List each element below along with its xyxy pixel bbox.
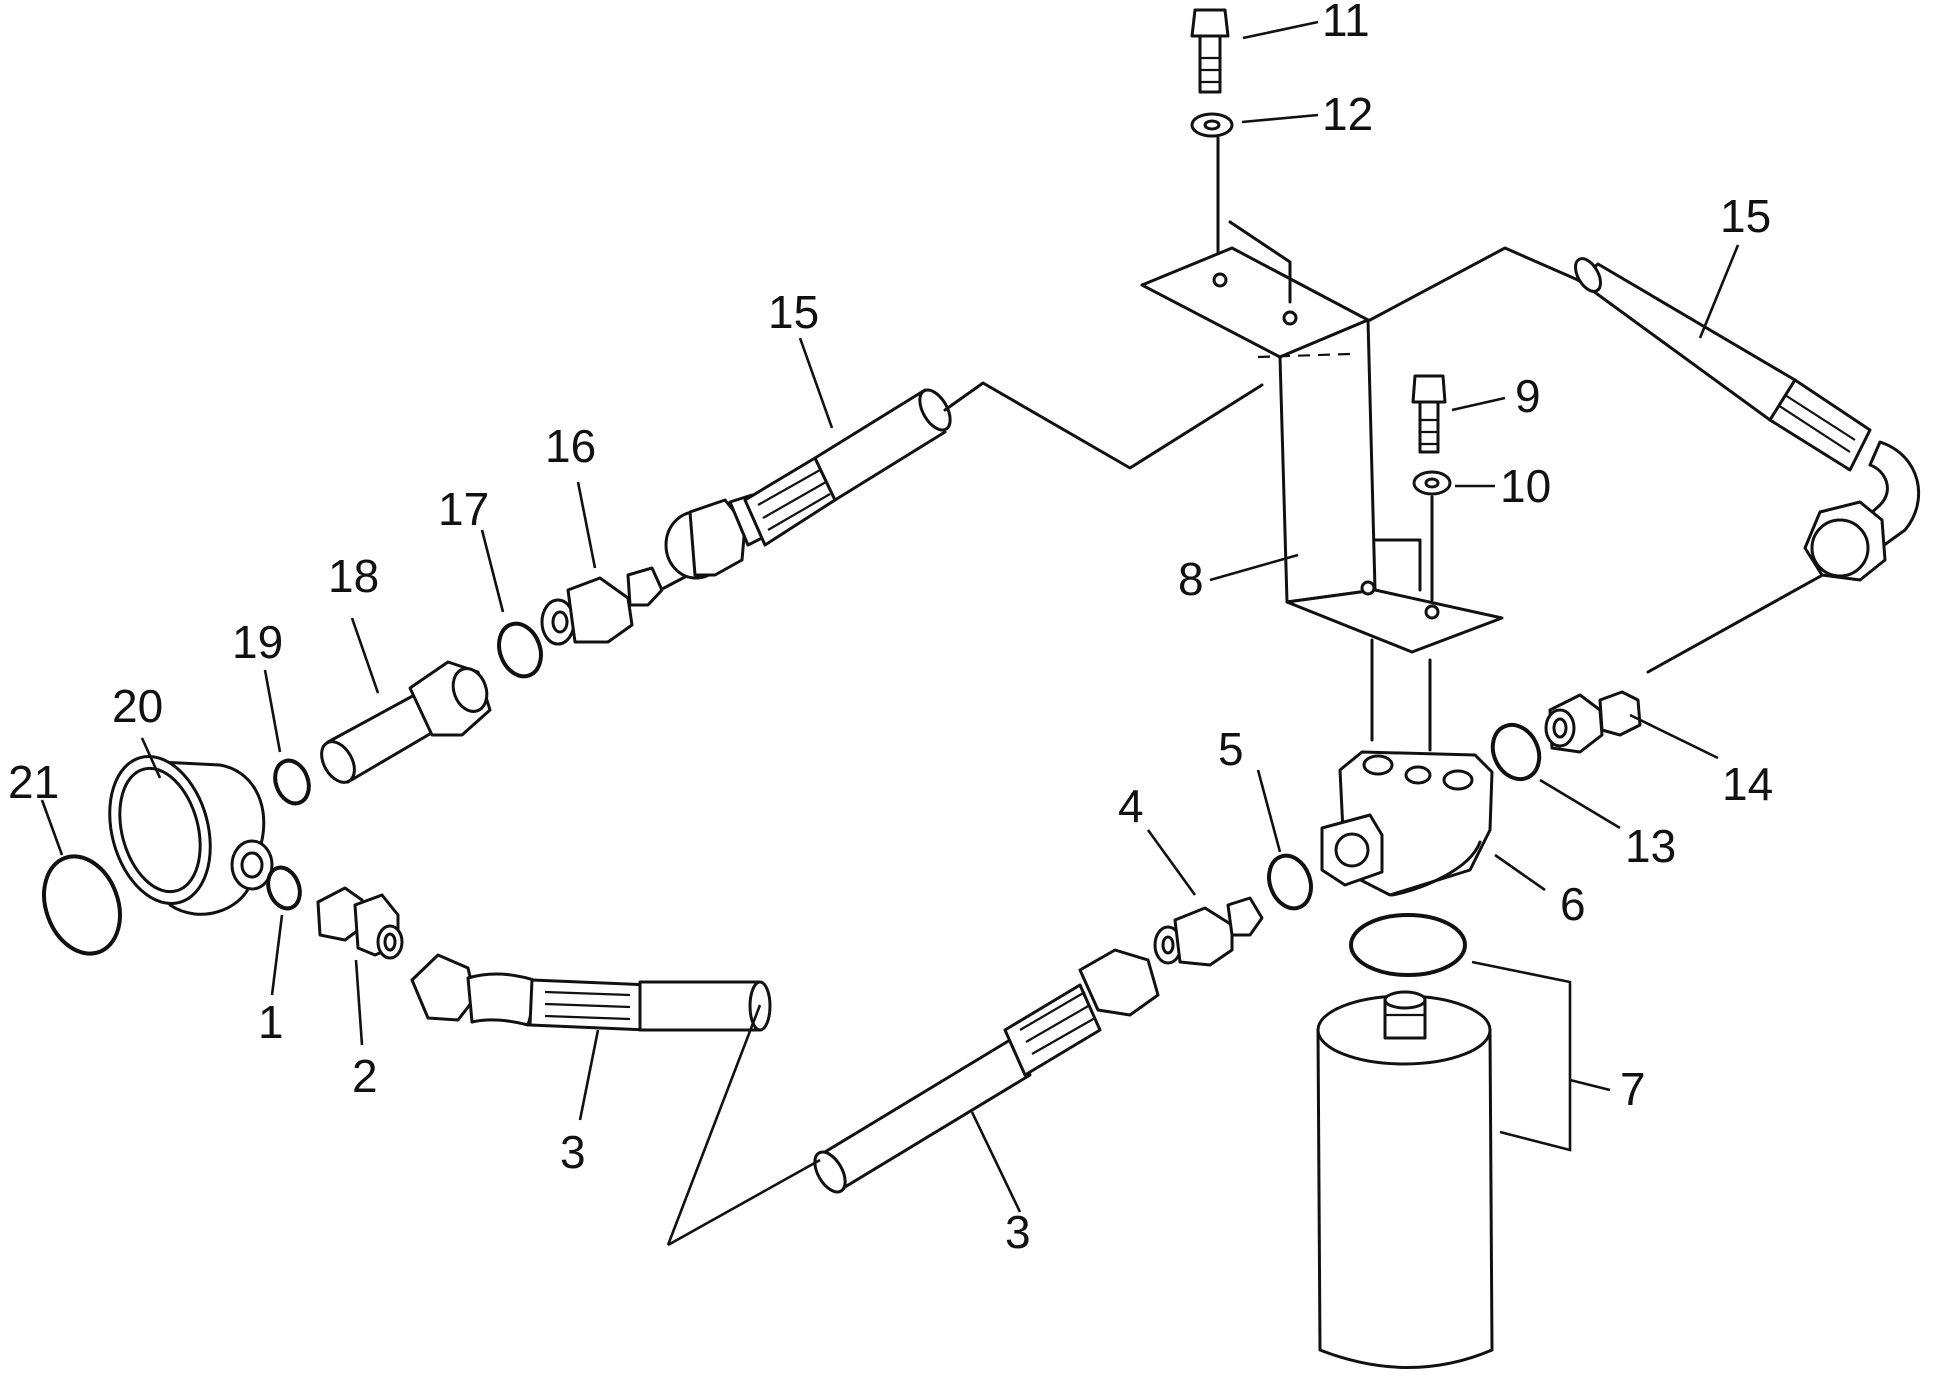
hose-15-right: [1574, 257, 1921, 582]
connector-14: [1544, 690, 1642, 754]
bracket-8: [1140, 220, 1504, 654]
washer-10: [1412, 470, 1452, 496]
callout-3-left: 3: [560, 1126, 586, 1178]
callout-15-left: 15: [768, 286, 819, 338]
bolt-9: [1411, 374, 1447, 454]
callout-7: 7: [1620, 1063, 1646, 1115]
callout-17: 17: [438, 483, 489, 535]
hose-15-right-leader-path: [1368, 246, 1580, 322]
oring-1: [266, 865, 302, 911]
hose-3-left: [410, 953, 772, 1032]
callout-1: 1: [258, 996, 284, 1048]
hose-3-center: [813, 948, 1160, 1194]
oring-21: [42, 854, 122, 956]
callout-21: 21: [8, 756, 59, 808]
oring-17: [497, 621, 543, 679]
bolt-11: [1190, 8, 1230, 94]
callout-20: 20: [112, 680, 163, 732]
pipe-18: [320, 660, 492, 784]
filter-head-6: [1320, 750, 1494, 897]
connector-2: [316, 886, 404, 960]
hose-15-left: [664, 388, 952, 580]
leader-lines: [40, 20, 1740, 1247]
callout-10: 10: [1500, 460, 1551, 512]
callout-4: 4: [1118, 780, 1144, 832]
connector-14-axis: [1646, 570, 1830, 674]
filter-7: [1316, 990, 1494, 1369]
callout-15-right: 15: [1720, 190, 1771, 242]
oring-7: [1349, 913, 1467, 977]
callout-5: 5: [1218, 723, 1244, 775]
callout-11: 11: [1322, 0, 1370, 46]
adapter-20: [108, 754, 274, 916]
callout-19: 19: [232, 616, 283, 668]
callout-8: 8: [1178, 553, 1204, 605]
oring-19: [273, 758, 311, 806]
callout-13: 13: [1625, 820, 1676, 872]
callout-18: 18: [328, 550, 379, 602]
oring-5: [1267, 853, 1313, 911]
callout-6: 6: [1560, 878, 1586, 930]
connector-16: [540, 566, 664, 646]
callout-9: 9: [1515, 370, 1541, 422]
washer-12: [1190, 112, 1234, 138]
callout-3-center: 3: [1005, 1206, 1031, 1258]
oring-13: [1490, 722, 1542, 782]
callout-14: 14: [1722, 758, 1773, 810]
callout-2: 2: [352, 1050, 378, 1102]
hose-15-left-leader-path: [943, 381, 1264, 470]
callout-12: 12: [1322, 88, 1373, 140]
callout-16: 16: [545, 420, 596, 472]
connector-4: [1153, 896, 1264, 967]
